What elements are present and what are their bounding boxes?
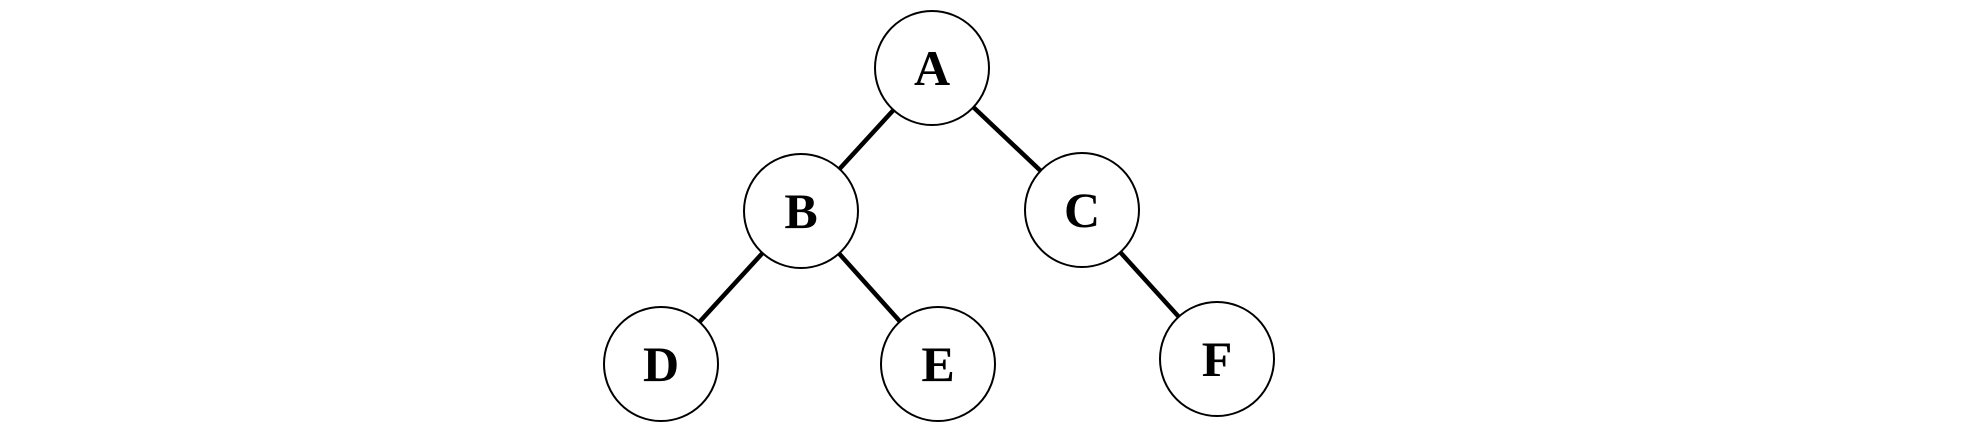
tree-node-circle-D — [603, 306, 719, 422]
tree-node-circle-F — [1159, 301, 1275, 417]
tree-nodes-layer: A B C D E F — [603, 10, 1275, 422]
tree-node-label-B: B — [784, 183, 817, 239]
tree-node-label-E: E — [921, 336, 954, 392]
tree-node-A: A — [874, 10, 990, 126]
tree-node-circle-A — [874, 10, 990, 126]
tree-node-label-C: C — [1064, 182, 1100, 238]
tree-node-circle-E — [880, 306, 996, 422]
tree-node-label-A: A — [914, 40, 950, 96]
tree-node-circle-B — [743, 153, 859, 269]
tree-node-circle-C — [1024, 152, 1140, 268]
tree-node-label-F: F — [1202, 331, 1233, 387]
tree-node-label-D: D — [643, 336, 679, 392]
tree-node-D: D — [603, 306, 719, 422]
tree-node-F: F — [1159, 301, 1275, 417]
tree-node-C: C — [1024, 152, 1140, 268]
tree-node-B: B — [743, 153, 859, 269]
tree-node-E: E — [880, 306, 996, 422]
